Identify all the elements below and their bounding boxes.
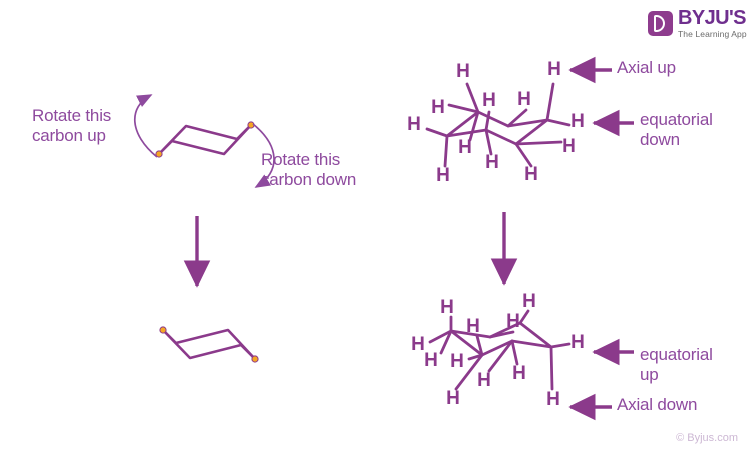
hydrogen-atom-label: H [440, 297, 454, 318]
ch-bond [425, 127, 449, 138]
hydrogen-atom-label: H [547, 59, 561, 80]
logo-tagline: The Learning App [678, 29, 747, 39]
ch-bond [484, 110, 491, 132]
ch-bond [545, 82, 555, 122]
label-equatorial-down: equatorial down [640, 110, 713, 149]
logo-wordmark: BYJU'S [678, 7, 746, 29]
hydrogen-atom-label: H [411, 334, 425, 355]
hydrogen-atom-label: H [485, 152, 499, 173]
ch-bond [454, 353, 484, 391]
chair-with-hydrogens-flipped [428, 309, 571, 391]
ch-bond [549, 342, 571, 349]
ch-bond [545, 118, 571, 127]
ch-bond [518, 309, 530, 325]
ch-bond [506, 108, 528, 128]
ch-bond [488, 330, 515, 339]
ring-outline [157, 123, 253, 156]
ch-bond [484, 128, 493, 156]
rotate-down-curved-arrow [252, 123, 275, 188]
copyright-watermark: © Byjus.com [676, 432, 738, 444]
ch-bond [549, 345, 554, 391]
ch-bond [510, 339, 519, 366]
chair-skeleton-flipped [159, 326, 259, 363]
hydrogen-atom-label: H [436, 165, 450, 186]
hydrogen-atom-label: H [424, 350, 438, 371]
label-rotate-this-carbon-up: Rotate this carbon up [32, 106, 112, 145]
hydrogen-atom-label: H [517, 89, 531, 110]
ch-bond [468, 110, 480, 142]
ring-outline [161, 328, 257, 361]
hydrogen-atom-label: H [546, 389, 560, 410]
hydrogen-atom-label: H [456, 61, 470, 82]
hydrogen-atom-label: H [571, 332, 585, 353]
hydrogen-atom-label: H [450, 351, 464, 372]
hydrogen-atom-label: H [562, 136, 576, 157]
hydrogen-atom-label: H [522, 291, 536, 312]
hydrogen-atom-label: H [482, 90, 496, 111]
hydrogen-atom-label: H [407, 114, 421, 135]
carbon-marker-rotated-up [159, 326, 167, 334]
hydrogen-atom-label: H [571, 111, 585, 132]
hydrogen-atom-label: H [524, 164, 538, 185]
label-equatorial-up: equatorial up [640, 345, 713, 384]
ch-bond [465, 82, 480, 114]
label-axial-down: Axial down [617, 395, 698, 414]
ch-bond [475, 334, 484, 357]
carbon-marker-rotated-down [251, 355, 259, 363]
byjus-b-logo-icon [648, 10, 673, 36]
hydrogen-atom-label: H [466, 316, 480, 337]
ch-bond [487, 339, 514, 373]
byjus-logo: BYJU'S The Learning App [648, 8, 747, 39]
label-rotate-this-carbon-down: Rotate this carbon down [261, 150, 357, 189]
hydrogen-atom-label: H [446, 388, 460, 409]
chair-skeleton-initial [155, 121, 255, 158]
label-axial-up: Axial up [617, 58, 676, 77]
ch-bond [428, 329, 453, 344]
logo-text-block: BYJU'S The Learning App [678, 8, 747, 39]
hydrogen-atom-label: H [458, 137, 472, 158]
hydrogen-atom-label: H [431, 97, 445, 118]
hydrogen-atom-label: H [512, 363, 526, 384]
ch-bond [514, 140, 563, 146]
ch-bond [514, 142, 533, 168]
rotate-up-curved-arrow [134, 94, 158, 158]
ch-bond [439, 329, 453, 355]
chair-with-hydrogens-initial [425, 82, 571, 168]
hydrogen-atom-label: H [477, 370, 491, 391]
ch-bond [447, 103, 480, 114]
carbon-marker-rotate-up [155, 150, 163, 158]
ch-bond [443, 134, 449, 168]
hydrogen-atom-label: H [506, 311, 520, 332]
